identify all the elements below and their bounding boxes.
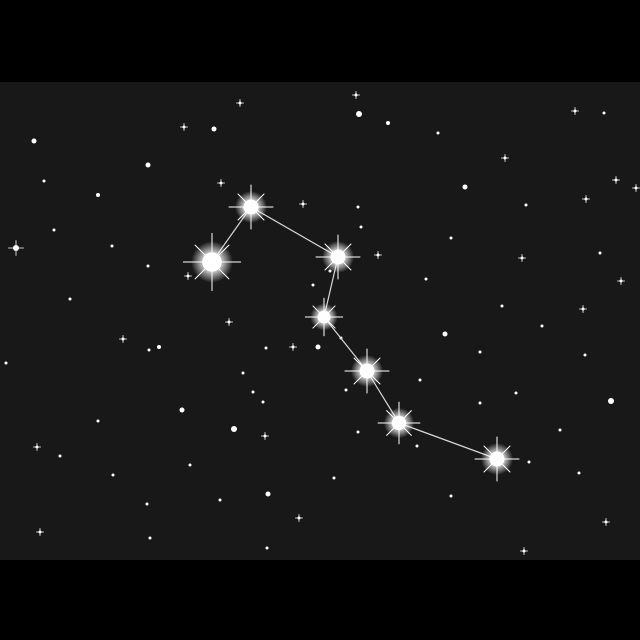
- background-star: [188, 463, 192, 467]
- background-star: [356, 111, 362, 117]
- background-star: [582, 195, 590, 203]
- background-star: [478, 401, 482, 405]
- star-field: [4, 91, 640, 555]
- constellation-star: [377, 401, 421, 445]
- constellation-star: [315, 234, 361, 280]
- background-star: [518, 254, 526, 262]
- background-star: [352, 91, 360, 99]
- background-star: [36, 528, 44, 536]
- background-star: [449, 236, 453, 240]
- constellation-line: [398, 422, 498, 460]
- background-star: [241, 371, 245, 375]
- background-star: [315, 344, 321, 350]
- background-star: [261, 432, 269, 440]
- background-star: [424, 277, 428, 281]
- background-star: [386, 121, 390, 125]
- constellation-star: [182, 232, 242, 292]
- background-star: [236, 99, 244, 107]
- background-star: [608, 398, 614, 404]
- background-star: [311, 283, 315, 287]
- background-star: [579, 305, 587, 313]
- background-star: [583, 353, 587, 357]
- constellation-star: [344, 348, 390, 394]
- background-star: [264, 346, 268, 350]
- background-star: [602, 111, 606, 115]
- background-star: [265, 546, 269, 550]
- background-star: [598, 251, 602, 255]
- background-star: [478, 350, 482, 354]
- background-star: [558, 428, 562, 432]
- constellation-star: [474, 436, 520, 482]
- background-star: [8, 240, 24, 256]
- background-star: [612, 176, 620, 184]
- background-star: [111, 473, 115, 477]
- constellation-star: [304, 297, 344, 337]
- background-star: [145, 502, 149, 506]
- background-star: [145, 162, 151, 168]
- background-star: [332, 476, 336, 480]
- background-star: [374, 251, 382, 259]
- background-star: [217, 179, 225, 187]
- background-star: [265, 491, 271, 497]
- constellation-stars: [182, 184, 520, 482]
- background-star: [68, 297, 72, 301]
- background-star: [119, 335, 127, 343]
- background-star: [58, 454, 62, 458]
- background-star: [289, 343, 297, 351]
- background-star: [520, 547, 528, 555]
- constellation-lines: [211, 206, 498, 460]
- background-star: [42, 179, 46, 183]
- background-star: [415, 444, 419, 448]
- background-star: [501, 154, 509, 162]
- constellation-star: [228, 184, 274, 230]
- background-star: [540, 324, 544, 328]
- background-star: [344, 388, 348, 392]
- background-star: [211, 126, 217, 132]
- background-star: [514, 391, 518, 395]
- background-star: [96, 419, 100, 423]
- background-star: [356, 205, 360, 209]
- background-star: [52, 228, 56, 232]
- background-star: [602, 518, 610, 526]
- background-star: [571, 107, 579, 115]
- background-star: [180, 123, 188, 131]
- background-star: [299, 200, 307, 208]
- background-star: [146, 264, 150, 268]
- background-star: [617, 277, 625, 285]
- background-star: [356, 430, 360, 434]
- background-star: [4, 361, 8, 365]
- background-star: [449, 494, 453, 498]
- background-star: [184, 272, 192, 280]
- letterbox-bottom: [0, 560, 640, 640]
- background-star: [295, 514, 303, 522]
- background-star: [500, 304, 504, 308]
- constellation-line: [250, 206, 339, 258]
- background-star: [157, 345, 161, 349]
- background-star: [225, 318, 233, 326]
- background-star: [462, 184, 468, 190]
- background-star: [524, 203, 528, 207]
- background-star: [148, 536, 152, 540]
- background-star: [442, 331, 448, 337]
- background-star: [261, 400, 265, 404]
- background-star: [251, 390, 255, 394]
- background-star: [96, 193, 100, 197]
- background-star: [436, 131, 440, 135]
- background-star: [359, 225, 363, 229]
- background-star: [179, 407, 185, 413]
- background-star: [527, 460, 531, 464]
- background-star: [33, 443, 41, 451]
- night-sky: [0, 82, 640, 560]
- letterbox-top: [0, 0, 640, 82]
- background-star: [147, 348, 151, 352]
- background-star: [418, 378, 422, 382]
- background-star: [218, 498, 222, 502]
- background-star: [110, 244, 114, 248]
- background-star: [231, 426, 237, 432]
- background-star: [577, 471, 581, 475]
- background-stars: [4, 91, 640, 555]
- background-star: [632, 184, 640, 192]
- background-star: [31, 138, 37, 144]
